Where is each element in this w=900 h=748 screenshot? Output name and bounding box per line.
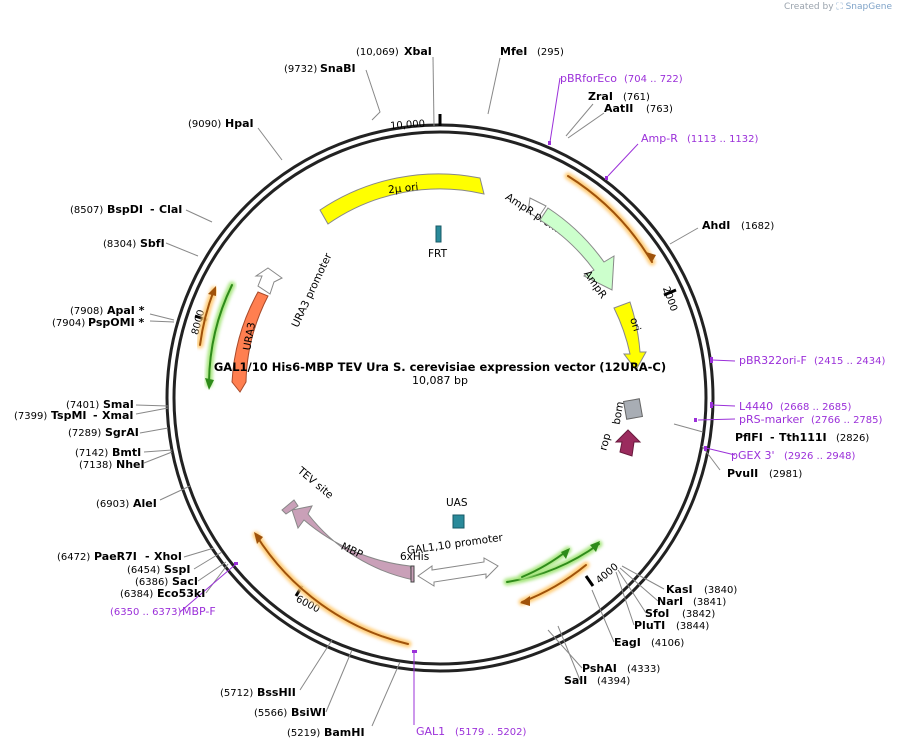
label-mbp: MBP	[339, 541, 365, 561]
site-sgrai[interactable]: (7289)SgrAI	[68, 426, 139, 439]
feature-ampr	[539, 207, 615, 291]
primer-mbp-f[interactable]: (6350 .. 6373)MBP-F	[110, 605, 216, 618]
feature-ori	[613, 301, 647, 371]
site-nari[interactable]: NarI(3841)	[657, 595, 726, 608]
site-sali[interactable]: SalI(4394)	[564, 674, 630, 687]
site-snabi[interactable]: (9732)SnaBI	[284, 62, 356, 75]
label-bom: bom	[611, 401, 627, 426]
tick-4000	[584, 575, 595, 587]
feature-uas	[452, 514, 465, 529]
credit-prefix: Created by	[784, 2, 834, 12]
site-bmti[interactable]: (7142)BmtI	[75, 446, 141, 459]
feature-mbp	[291, 505, 415, 581]
site-tspmi-xmai[interactable]: (7399)TspMI- XmaI	[14, 409, 133, 422]
site-bsiwi[interactable]: (5566)BsiWI	[254, 706, 326, 719]
site-eco53ki[interactable]: (6384)Eco53kI	[120, 587, 205, 600]
backbone-inner	[172, 130, 708, 666]
feature-gal-promoter	[417, 557, 499, 587]
credit-brand: SnapGene	[845, 2, 892, 12]
orf-mbp	[255, 534, 409, 645]
site-sspi[interactable]: (6454)SspI	[127, 563, 190, 576]
primer-l4440[interactable]: L4440(2668 .. 2685)	[739, 400, 852, 413]
feature-frt	[435, 225, 442, 243]
site-sbfi[interactable]: (8304)SbfI	[103, 237, 165, 250]
site-smai[interactable]: (7401)SmaI	[66, 398, 134, 411]
label-ura3: URA3	[241, 321, 258, 351]
plasmid-length: 10,087 bp	[412, 374, 468, 387]
orf-arcs	[196, 172, 656, 648]
tick-2000	[663, 288, 677, 297]
primer-pgex-3[interactable]: pGEX 3'(2926 .. 2948)	[731, 449, 856, 462]
site-apai[interactable]: (7908)ApaI *	[70, 304, 145, 317]
site-aatii[interactable]: AatII(763)	[604, 102, 673, 115]
site-kasi[interactable]: KasI(3840)	[666, 583, 737, 596]
primer-gal1[interactable]: GAL1(5179 .. 5202)	[416, 725, 527, 738]
snapgene-logo-icon: ⛶	[836, 2, 843, 12]
label-his6: 6xHis	[400, 551, 429, 563]
site-sfoi[interactable]: SfoI(3842)	[645, 607, 715, 620]
label-2u-ori: 2µ ori	[388, 181, 419, 196]
label-ura3-promoter: URA3 promoter	[290, 251, 335, 330]
site-saci[interactable]: (6386)SacI	[135, 575, 198, 588]
site-mfei[interactable]: MfeI(295)	[500, 45, 564, 58]
site-paer7i-xhoi[interactable]: (6472)PaeR7I- XhoI	[57, 550, 182, 563]
label-tev-site: TEV site	[294, 464, 335, 501]
orf-ura-green	[208, 284, 233, 385]
label-gal-promoter: GAL1,10 promoter	[406, 532, 504, 557]
site-ahdi[interactable]: AhdI(1682)	[702, 219, 774, 232]
site-eagi[interactable]: EagI(4106)	[614, 636, 684, 649]
site-pvuii[interactable]: PvuII(2981)	[727, 467, 802, 480]
orf-green1	[506, 543, 600, 583]
primer-amp-r[interactable]: Amp-R(1113 .. 1132)	[641, 132, 759, 145]
backbone-outer	[165, 123, 715, 673]
site-bamhi[interactable]: (5219)BamHI	[287, 726, 365, 739]
site-xbai[interactable]: (10,069)XbaI	[356, 45, 432, 58]
primer-leaders	[179, 77, 736, 725]
orf-green1-arrowhead	[590, 541, 600, 552]
primer-prs-marker[interactable]: pRS-marker(2766 .. 2785)	[739, 413, 883, 426]
site-pspomi[interactable]: (7904)PspOMI *	[52, 316, 145, 329]
site-pflfi-tth111i[interactable]: PflFI- Tth111I(2826)	[735, 431, 869, 444]
feature-rop	[614, 429, 642, 457]
primer-marks	[234, 141, 713, 653]
orf-ampr	[567, 175, 653, 263]
orf-mbp-glow	[252, 531, 412, 648]
site-alei[interactable]: (6903)AleI	[96, 497, 157, 510]
feature-ura3	[231, 291, 269, 393]
feature-2u-ori	[319, 173, 485, 225]
feature-tev-site	[281, 499, 299, 515]
site-nhei[interactable]: (7138)NheI	[79, 458, 145, 471]
site-bsshii[interactable]: (5712)BssHII	[220, 686, 296, 699]
primer-pbrforeco[interactable]: pBRforEco(704 .. 722)	[560, 72, 683, 85]
orf-mbp-arrowhead	[254, 532, 263, 544]
primer-pbr322ori-f[interactable]: pBR322ori-F(2415 .. 2434)	[739, 354, 886, 367]
label-ori: ori	[627, 316, 643, 333]
orf-ura-orange-arrowhead	[208, 286, 216, 296]
label-frt: FRT	[428, 248, 448, 260]
feature-bom	[622, 398, 644, 420]
feature-ura3-promoter-shape	[254, 267, 283, 295]
site-zrai[interactable]: ZraI(761)	[588, 90, 650, 103]
site-bspdi-clai[interactable]: (8507)BspDI- ClaI	[70, 203, 182, 216]
site-hpai[interactable]: (9090)HpaI	[188, 117, 254, 130]
orf-orange2-arrowhead	[520, 596, 530, 606]
label-uas: UAS	[446, 497, 468, 509]
site-pluti[interactable]: PluTI(3844)	[634, 619, 709, 632]
feature-ampr-promoter-shape	[527, 197, 547, 219]
snapgene-credit: Created by ⛶ SnapGene	[784, 2, 892, 12]
feature-his6	[410, 565, 415, 583]
orf-ura-green-arrowhead	[205, 378, 214, 390]
site-pshai[interactable]: PshAI(4333)	[582, 662, 660, 675]
tick-label-2000: 2000	[660, 285, 679, 313]
orf-ampr-arrowhead	[646, 252, 656, 262]
site-leaders	[135, 56, 721, 727]
orf-green2-arrowhead	[561, 548, 570, 559]
plasmid-title: GAL1/10 His6-MBP TEV Ura S. cerevisiae e…	[214, 360, 666, 374]
label-rop: rop	[597, 432, 613, 452]
tick-label-10000: 10,000	[390, 119, 426, 132]
